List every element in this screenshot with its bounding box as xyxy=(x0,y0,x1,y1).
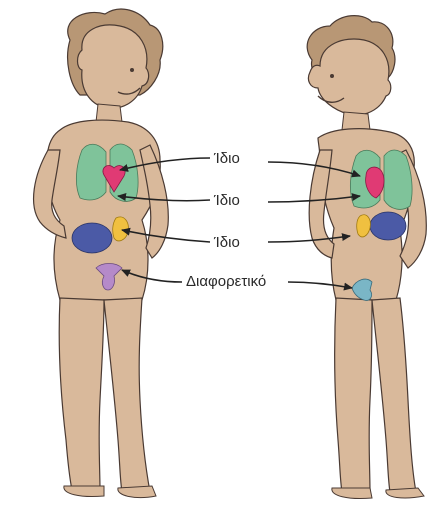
right-figure xyxy=(307,16,426,499)
left-figure xyxy=(34,9,169,497)
left-kidney xyxy=(72,223,112,253)
label-heart: Ίδιο xyxy=(212,150,242,168)
right-legs xyxy=(335,298,372,492)
right-kidney xyxy=(370,212,406,240)
left-head xyxy=(78,25,149,108)
label-kidneys: Ίδιο xyxy=(212,234,242,252)
left-stomach xyxy=(113,217,129,241)
label-lungs: Ίδιο xyxy=(212,192,242,210)
label-reproductive: Διαφορετικό xyxy=(184,273,268,291)
left-legs xyxy=(59,298,104,490)
